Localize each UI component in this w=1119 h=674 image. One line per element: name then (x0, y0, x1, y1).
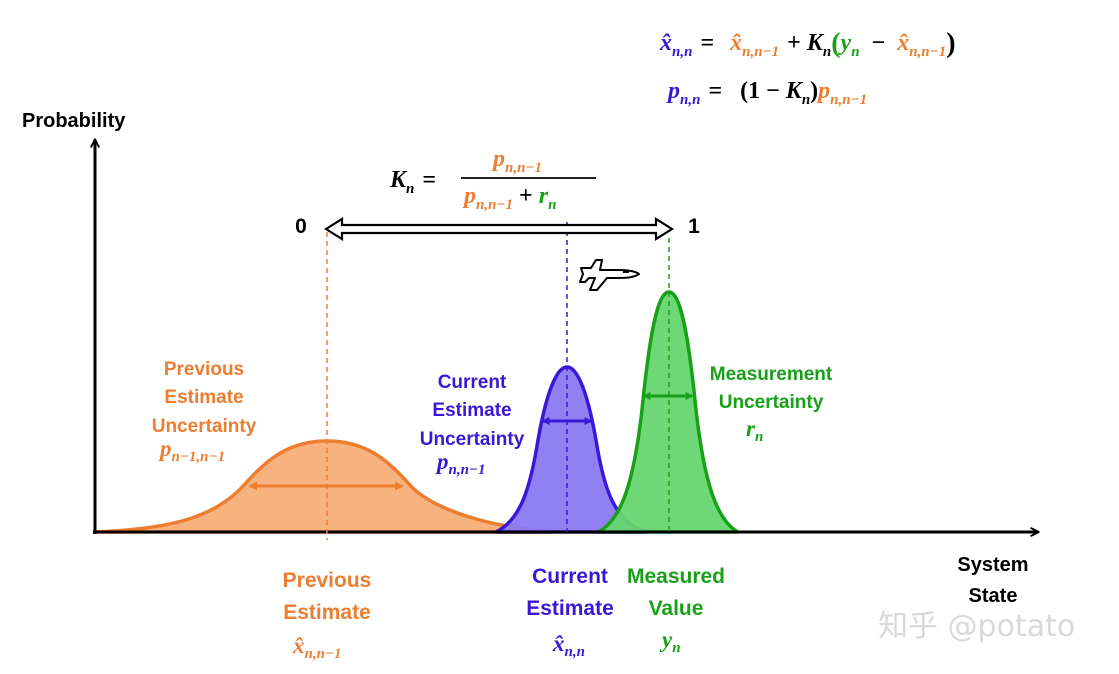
svg-text:Previous: Previous (164, 359, 244, 380)
svg-text:Measurement: Measurement (710, 364, 833, 385)
watermark: 知乎 @potato (878, 609, 1075, 644)
airplane-icon (579, 259, 640, 291)
svg-text:pn,n−1: pn,n−1 (435, 449, 486, 478)
svg-text:Estimate: Estimate (283, 601, 371, 624)
svg-text:pn−1,n−1: pn−1,n−1 (158, 436, 225, 465)
y-axis-label: Probability (22, 110, 126, 132)
svg-text:Uncertainty: Uncertainty (719, 392, 824, 413)
svg-text:x̂n,n: x̂n,n (552, 631, 585, 660)
svg-text:yn: yn (659, 627, 681, 656)
x-axis-label-line1: System (957, 554, 1028, 576)
state-update-equation: x̂n,n=x̂n,n−1+Kn(yn−x̂n,n−1) (659, 28, 956, 60)
svg-text:Estimate: Estimate (432, 400, 511, 421)
gain-max-label: 1 (688, 215, 700, 238)
previous-uncertainty-label: Previous Estimate Uncertainty pn−1,n−1 (152, 359, 257, 465)
svg-text:Estimate: Estimate (164, 387, 243, 408)
svg-text:pn,n−1+rn: pn,n−1+rn (462, 183, 556, 213)
svg-text:Uncertainty: Uncertainty (420, 429, 525, 450)
kalman-gain-equation: Kn= pn,n−1 pn,n−1+rn (389, 146, 596, 213)
svg-text:Uncertainty: Uncertainty (152, 416, 257, 437)
svg-text:x̂n,n−1: x̂n,n−1 (292, 633, 342, 662)
measurement-uncertainty-label: Measurement Uncertainty rn (710, 364, 833, 445)
svg-text:rn: rn (746, 416, 763, 445)
gain-range-arrow (323, 217, 675, 241)
measured-value-label: Measured Value yn (627, 565, 725, 656)
current-estimate-label: Current Estimate x̂n,n (526, 565, 614, 660)
covariance-update-equation: pn,n=(1 − Kn)pn,n−1 (666, 78, 867, 108)
svg-text:Measured: Measured (627, 565, 725, 588)
gain-min-label: 0 (295, 215, 307, 238)
previous-estimate-label: Previous Estimate x̂n,n−1 (283, 569, 372, 662)
svg-text:Kn=: Kn= (389, 167, 436, 197)
svg-text:Current: Current (438, 372, 507, 393)
svg-text:Current: Current (532, 565, 608, 588)
svg-text:pn,n−1: pn,n−1 (491, 146, 542, 176)
svg-text:Previous: Previous (283, 569, 372, 592)
svg-text:Estimate: Estimate (526, 597, 614, 620)
measurement-distribution (596, 290, 740, 534)
svg-text:Value: Value (649, 597, 704, 620)
current-uncertainty-label: Current Estimate Uncertainty pn,n−1 (420, 372, 525, 478)
x-axis-label-line2: State (969, 585, 1018, 607)
